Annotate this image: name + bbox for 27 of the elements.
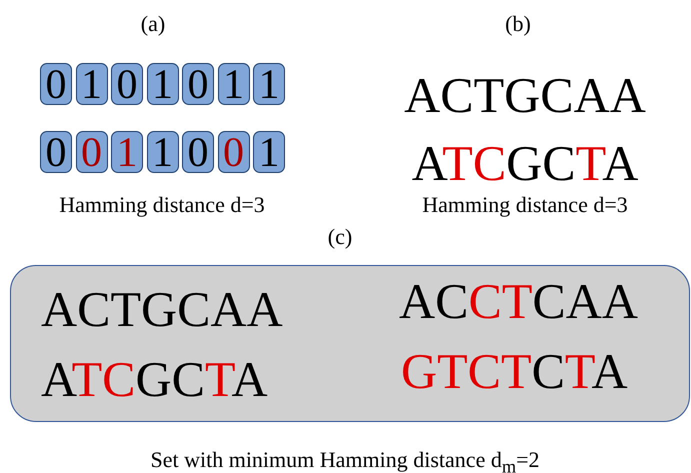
bit-box: 1 <box>146 63 178 105</box>
caption-text: Hamming distance d=3 <box>59 194 265 216</box>
bit-box: 1 <box>253 131 285 173</box>
panel-label: (b) <box>505 13 531 35</box>
sequence-text: ACTGCAA <box>41 284 283 334</box>
caption-text: Hamming distance d=3 <box>422 194 628 216</box>
bit-box: 0 <box>111 63 143 105</box>
sequence-text: ATCGCTA <box>412 138 638 188</box>
panel-label: (c) <box>328 226 352 248</box>
bit-box: 0 <box>40 131 72 173</box>
sequence-text: ATCGCTA <box>41 354 268 404</box>
panel-background <box>10 265 690 422</box>
bit-box: 0 <box>182 131 214 173</box>
bit-box: 1 <box>253 63 285 105</box>
bit-box: 1 <box>146 131 178 173</box>
bit-box: 1 <box>76 63 108 105</box>
sequence-text: ACTGCAA <box>404 70 646 120</box>
bit-box: 1 <box>111 131 143 173</box>
bit-box: 0 <box>40 63 72 105</box>
caption-text: Set with minimum Hamming distance d$_{m}$=2 <box>150 449 540 473</box>
bit-box: 0 <box>182 63 214 105</box>
sequence-text: ACCTCAA <box>399 276 638 326</box>
sequence-text: GTCTCTA <box>401 346 628 396</box>
bit-box: 0 <box>218 131 250 173</box>
panel-label: (a) <box>140 13 166 35</box>
bit-box: 0 <box>76 131 108 173</box>
bit-box: 1 <box>218 63 250 105</box>
